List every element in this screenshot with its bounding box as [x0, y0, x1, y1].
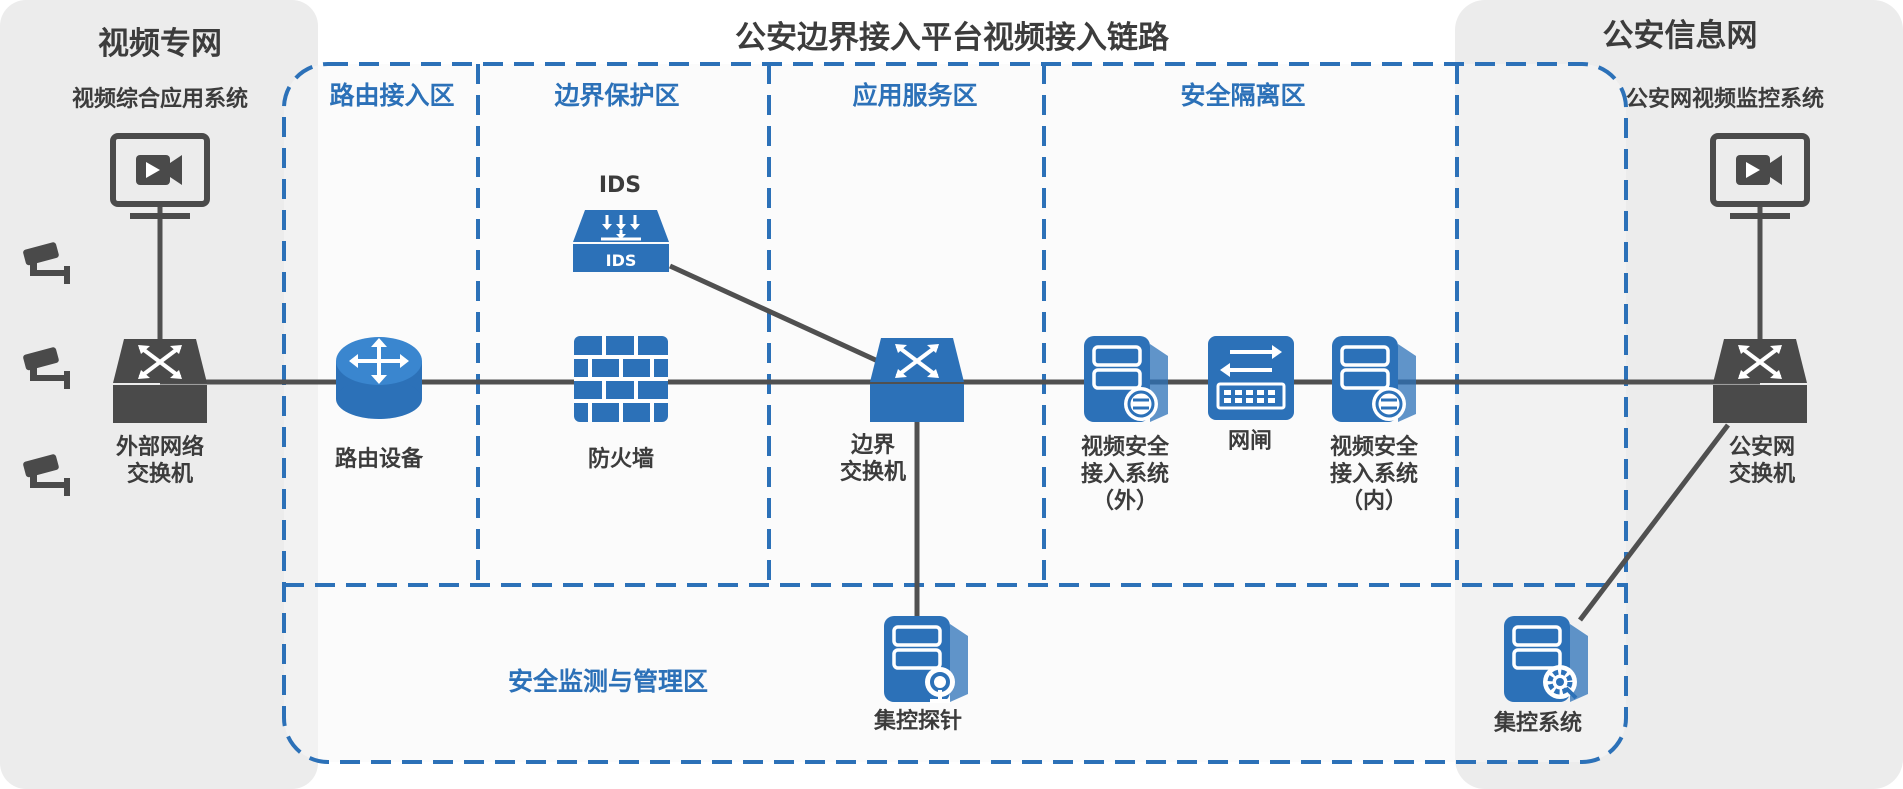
external-switch-label: 外部网络交换机 [115, 435, 205, 487]
camera-icon [23, 454, 70, 496]
server-icon [1332, 336, 1416, 422]
gateway-label: 网闸 [1227, 429, 1273, 454]
external-switch-icon [113, 339, 207, 423]
camera-icon [23, 242, 70, 284]
right-panel-title: 公安信息网 [1602, 18, 1758, 54]
server-icon [1084, 336, 1168, 422]
zone-monitor-label: 安全监测与管理区 [507, 667, 709, 696]
camera-icon [23, 347, 70, 389]
video-access-in-label: 视频安全接入系统（内） [1329, 435, 1419, 514]
video-access-out-label: 视频安全接入系统（外） [1080, 435, 1170, 514]
monitor-icon [110, 133, 210, 219]
ids-title: IDS [598, 173, 642, 198]
link-ids [668, 263, 882, 365]
firewall-icon [574, 336, 668, 422]
ids-icon [573, 210, 669, 272]
diagram-title: 公安边界接入平台视频接入链路 [735, 20, 1169, 56]
control-system-icon [1504, 616, 1588, 702]
router-icon [336, 337, 422, 419]
probe-icon [884, 616, 968, 703]
zone-border-label: 边界保护区 [554, 81, 680, 110]
police-switch-icon [1713, 339, 1807, 423]
link-control [1578, 423, 1730, 622]
monitor-icon [1710, 133, 1810, 219]
police-switch-label: 公安网交换机 [1728, 435, 1796, 487]
border-switch-icon [870, 338, 964, 422]
zone-isolation-label: 安全隔离区 [1180, 81, 1306, 110]
router-label: 路由设备 [334, 447, 424, 472]
left-system-label: 视频综合应用系统 [71, 87, 249, 112]
gateway-icon [1208, 336, 1294, 420]
zone-app-label: 应用服务区 [852, 81, 978, 110]
probe-label: 集控探针 [873, 709, 963, 734]
border-switch-label: 边界交换机 [839, 433, 907, 485]
left-panel-title: 视频专网 [98, 26, 222, 62]
right-system-label: 公安网视频监控系统 [1625, 87, 1825, 112]
platform-border [282, 62, 1628, 764]
firewall-label: 防火墙 [587, 447, 655, 472]
control-system-label: 集控系统 [1493, 711, 1583, 736]
zone-routing-label: 路由接入区 [329, 81, 455, 110]
ids-badge-text: IDS [605, 251, 637, 270]
